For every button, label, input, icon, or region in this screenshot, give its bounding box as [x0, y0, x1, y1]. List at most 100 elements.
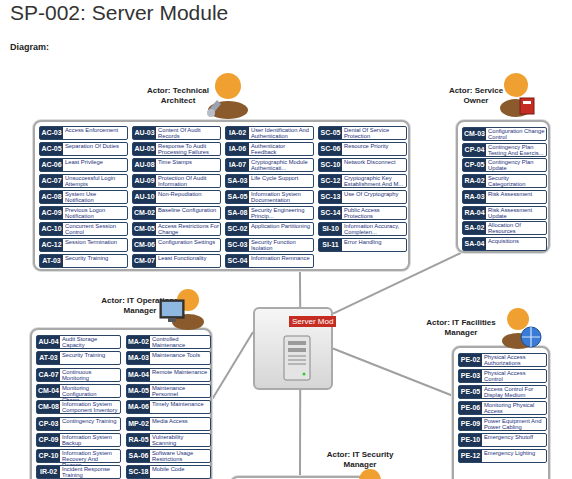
control-item: PE-10Emergency Shutoff [458, 433, 547, 447]
control-code: RA-02 [463, 175, 486, 187]
control-item: PE-02Physical Access Authorizations [458, 353, 547, 367]
control-code: AC-08 [40, 191, 63, 203]
control-item: CP-04Contingency Plan Testing And Exerci… [462, 143, 547, 157]
control-code: SA-05 [226, 191, 249, 203]
control-code: MA-05 [127, 385, 150, 397]
control-item: AC-09Previous Logon Notification [39, 206, 128, 220]
control-item: CP-05Contingency Plan Update [462, 158, 547, 172]
control-name: Vulnerability Scanning [152, 434, 209, 446]
control-name: Life Cycle Support [251, 175, 312, 181]
actor-group-box: Actor: Technical ArchitectAC-03Access En… [33, 120, 410, 271]
control-item: AC-05Separation Of Duties [39, 142, 128, 156]
control-item: CM-08Information System Component Invent… [36, 400, 121, 414]
control-name: Contingency Plan Testing And Exercis... [488, 144, 545, 156]
control-name: Denial Of Service Protection [344, 127, 405, 139]
actor-group-box: Actor: IT Operations ManagerAU-04Audit S… [30, 328, 212, 479]
control-item: AC-10Concurrent Session Control [39, 222, 128, 236]
control-name: Security Function Isolation [251, 239, 312, 251]
control-name: Emergency Lighting [484, 450, 545, 456]
control-name: Continuous Monitoring [62, 369, 119, 381]
server-icon [280, 334, 314, 382]
control-item: RA-02Security Categorization [462, 174, 547, 188]
control-name: Emergency Shutoff [484, 434, 545, 440]
control-code: AU-03 [133, 127, 156, 139]
control-code: AC-12 [40, 239, 63, 251]
control-code: RA-04 [463, 207, 486, 219]
control-code: RA-03 [463, 191, 486, 203]
control-name: Information System Backup [62, 434, 119, 446]
control-item: SC-13Use Of Cryptography [318, 190, 407, 204]
control-name: Remote Maintenance [152, 369, 209, 375]
control-code: CP-03 [37, 418, 60, 430]
control-name: Cryptographic Module Authenticati... [251, 159, 312, 171]
control-name: Separation Of Duties [65, 143, 126, 149]
control-name: Physical Access Authorizations [484, 354, 545, 366]
control-name: Acquisitions [488, 238, 545, 244]
control-name: Baseline Configuration [158, 207, 219, 213]
control-name: Configuration Settings [158, 239, 219, 245]
control-item: SC-04Information Remnance [225, 254, 314, 268]
connector-line [333, 349, 452, 396]
control-code: CM-06 [133, 239, 156, 251]
control-code: CM-05 [133, 223, 156, 235]
control-code: SC-06 [319, 143, 342, 155]
control-item: SC-10Network Disconnect [318, 158, 407, 172]
control-name: Authenticator Feedback [251, 143, 312, 155]
control-code: AC-06 [40, 159, 63, 171]
control-code: MP-02 [127, 418, 150, 430]
control-name: Response To Audit Processing Failures [158, 143, 219, 155]
control-name: Network Disconnect [344, 159, 405, 165]
actor-icon [158, 286, 208, 330]
control-name: Public Access Protections [344, 207, 405, 219]
control-name: Access Control For Display Medium [484, 386, 545, 398]
actor-icon [498, 68, 538, 118]
connector-line [299, 390, 301, 476]
control-code: CM-07 [133, 255, 156, 267]
control-name: Non-Repudiation [158, 191, 219, 197]
control-item: CP-10Information System Recovery And Rec… [36, 449, 121, 463]
control-name: Security Training [62, 352, 119, 358]
control-name: Security Engineering Princip... [251, 207, 312, 219]
control-name: Access Enforcement [65, 127, 126, 133]
control-code: SC-05 [319, 127, 342, 139]
control-code: CM-02 [133, 207, 156, 219]
control-item: SA-04Acquisitions [462, 237, 547, 251]
control-item: MA-06Timely Maintenance [126, 400, 211, 414]
control-item: PE-12Emergency Lighting [458, 449, 547, 463]
control-name: Media Access [152, 418, 209, 424]
control-code: CP-09 [37, 434, 60, 446]
control-item: SC-12Cryptographic Key Establishment And… [318, 174, 407, 188]
control-item: AU-03Content Of Audit Records [132, 126, 221, 140]
control-item: PE-09Power Equipment And Power Cabling [458, 417, 547, 431]
control-item: IA-02User Identification And Authenticat… [225, 126, 314, 140]
control-code: PE-03 [459, 370, 482, 382]
control-code: SC-18 [127, 466, 150, 478]
actor-group-box: Actor: IT Facilities ManagerPE-02Physica… [452, 346, 550, 479]
control-item: SC-18Mobile Code [126, 465, 211, 479]
control-code: CM-08 [37, 401, 60, 413]
control-name: Least Privilege [65, 159, 126, 165]
control-item: AU-05Response To Audit Processing Failur… [132, 142, 221, 156]
connector-line [212, 332, 253, 400]
control-code: AU-04 [37, 336, 60, 348]
control-item: CM-05Access Restrictions For Change [132, 222, 221, 236]
control-code: MA-03 [127, 352, 150, 364]
control-code: CA-07 [37, 369, 60, 381]
control-name: Least Functionality [158, 255, 219, 261]
control-item: IA-07Cryptographic Module Authenticati..… [225, 158, 314, 172]
control-item: SA-05Information System Documentation [225, 190, 314, 204]
control-name: Protection Of Audit Information [158, 175, 219, 187]
control-item: SI-10Information Accuracy, Completen... [318, 222, 407, 236]
control-code: SC-10 [319, 159, 342, 171]
actor-icon [203, 66, 253, 120]
control-code: SC-13 [319, 191, 342, 203]
control-code: AU-09 [133, 175, 156, 187]
control-item: SC-06Resource Priority [318, 142, 407, 156]
control-code: SC-02 [226, 223, 249, 235]
actor-group-box: Actor: IT Security Manager [230, 476, 370, 479]
control-item: SA-08Security Engineering Princip... [225, 206, 314, 220]
control-item: MA-02Controlled Maintenance [126, 335, 211, 349]
control-code: SC-12 [319, 175, 342, 187]
control-item: CM-07Least Functionality [132, 254, 221, 268]
